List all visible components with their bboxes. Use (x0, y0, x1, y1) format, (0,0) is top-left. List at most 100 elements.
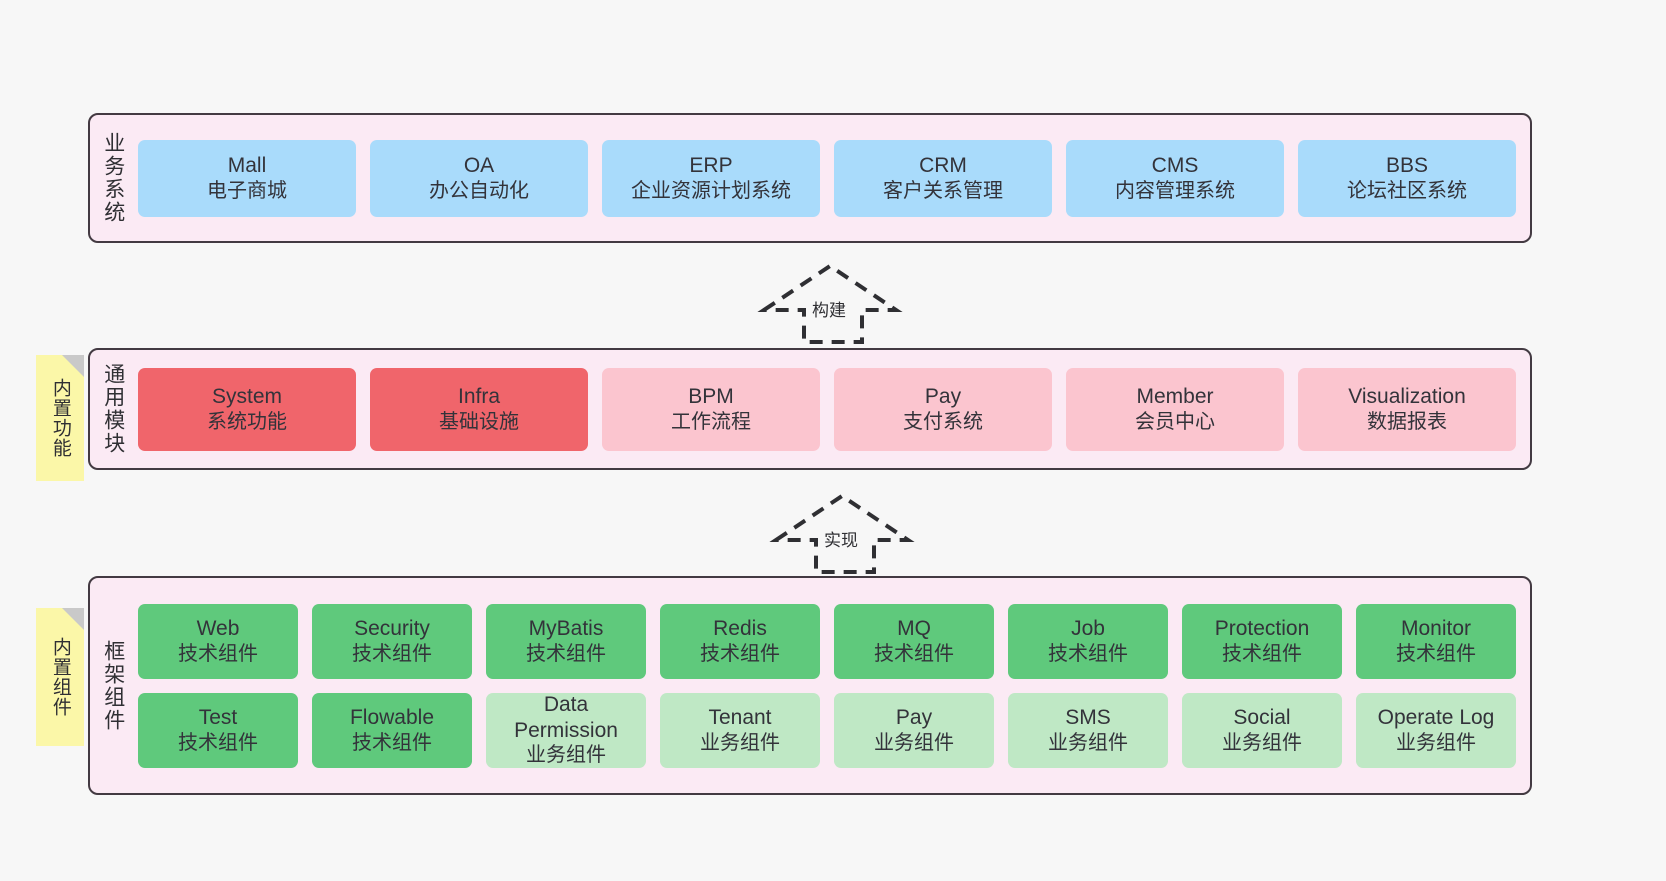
sticky-note-label: 内置组件 (49, 637, 71, 717)
modules-card-row: System 系统功能 Infra 基础设施 BPM 工作流程 Pay 支付系统… (138, 367, 1516, 451)
card-subtitle: 支付系统 (903, 410, 983, 433)
card-subtitle: 技术组件 (1048, 642, 1128, 665)
card-bpm[interactable]: BPM 工作流程 (602, 367, 820, 451)
connector-build: 构建 (757, 262, 903, 344)
card-subtitle: 工作流程 (671, 410, 751, 433)
card-title: Tenant (708, 706, 772, 729)
card-security[interactable]: Security 技术组件 (312, 603, 472, 679)
card-pay-module[interactable]: Pay 支付系统 (834, 367, 1052, 451)
card-oa[interactable]: OA 办公自动化 (370, 139, 588, 217)
card-infra[interactable]: Infra 基础设施 (370, 367, 588, 451)
card-subtitle: 技术组件 (526, 642, 606, 665)
panel-common-modules: 通用模块 System 系统功能 Infra 基础设施 BPM 工作流程 Pay… (88, 348, 1532, 470)
card-subtitle: 技术组件 (700, 642, 780, 665)
card-operate-log[interactable]: Operate Log 业务组件 (1356, 692, 1516, 768)
sticky-note-builtin-functions: 内置功能 (36, 355, 84, 481)
card-subtitle: 电子商城 (207, 179, 287, 202)
card-title: Protection (1214, 617, 1310, 640)
sticky-fold-corner-icon (62, 608, 84, 630)
card-subtitle: 系统功能 (207, 410, 287, 433)
panel-framework-components: 框架组件 Web 技术组件 Security 技术组件 MyBatis 技术组件… (88, 576, 1532, 795)
card-title: BPM (688, 385, 734, 408)
card-sms[interactable]: SMS 业务组件 (1008, 692, 1168, 768)
connector-implement: 实现 (769, 492, 915, 574)
card-subtitle: 业务组件 (1048, 731, 1128, 754)
panel-body-common-modules: System 系统功能 Infra 基础设施 BPM 工作流程 Pay 支付系统… (136, 350, 1530, 468)
card-data-permission[interactable]: Data Permission 业务组件 (486, 692, 646, 768)
card-title: Flowable (349, 706, 435, 729)
card-title: Mall (227, 154, 267, 177)
card-title: MQ (897, 617, 931, 640)
card-title: Job (1071, 617, 1105, 640)
card-subtitle: 技术组件 (352, 642, 432, 665)
card-erp[interactable]: ERP 企业资源计划系统 (602, 139, 820, 217)
card-title: Redis (713, 617, 767, 640)
card-mq[interactable]: MQ 技术组件 (834, 603, 994, 679)
card-title: Security (354, 617, 430, 640)
card-title: Visualization (1348, 385, 1466, 408)
connector-implement-label: 实现 (824, 531, 858, 550)
card-subtitle: 办公自动化 (429, 179, 529, 202)
card-mall[interactable]: Mall 电子商城 (138, 139, 356, 217)
card-subtitle: 数据报表 (1367, 410, 1447, 433)
card-subtitle: 企业资源计划系统 (631, 179, 791, 202)
card-subtitle: 会员中心 (1135, 410, 1215, 433)
card-cms[interactable]: CMS 内容管理系统 (1066, 139, 1284, 217)
card-web[interactable]: Web 技术组件 (138, 603, 298, 679)
framework-card-row-business: Test 技术组件 Flowable 技术组件 Data Permission … (138, 692, 1516, 768)
card-member[interactable]: Member 会员中心 (1066, 367, 1284, 451)
card-title: Pay (895, 706, 933, 729)
business-card-row: Mall 电子商城 OA 办公自动化 ERP 企业资源计划系统 CRM 客户关系… (138, 139, 1516, 217)
card-title: System (211, 385, 282, 408)
card-test[interactable]: Test 技术组件 (138, 692, 298, 768)
card-protection[interactable]: Protection 技术组件 (1182, 603, 1342, 679)
card-tenant[interactable]: Tenant 业务组件 (660, 692, 820, 768)
card-subtitle: 业务组件 (526, 744, 606, 767)
card-title: Infra (457, 385, 501, 408)
card-social[interactable]: Social 业务组件 (1182, 692, 1342, 768)
card-subtitle: 论坛社区系统 (1347, 179, 1467, 202)
panel-label-business-systems: 业务系统 (101, 132, 125, 224)
sticky-note-builtin-components: 内置组件 (36, 608, 84, 746)
card-subtitle: 内容管理系统 (1115, 179, 1235, 202)
card-subtitle: 技术组件 (178, 642, 258, 665)
card-subtitle: 技术组件 (178, 731, 258, 754)
card-title: Data Permission (514, 693, 618, 742)
card-redis[interactable]: Redis 技术组件 (660, 603, 820, 679)
card-title: ERP (689, 154, 733, 177)
card-title: Social (1233, 706, 1291, 729)
card-visualization[interactable]: Visualization 数据报表 (1298, 367, 1516, 451)
card-subtitle: 技术组件 (1222, 642, 1302, 665)
sticky-note-label: 内置功能 (49, 378, 71, 458)
card-title: CRM (919, 154, 967, 177)
card-subtitle: 技术组件 (1396, 642, 1476, 665)
card-system[interactable]: System 系统功能 (138, 367, 356, 451)
card-title: Test (198, 706, 238, 729)
card-subtitle: 业务组件 (874, 731, 954, 754)
card-subtitle: 客户关系管理 (883, 179, 1003, 202)
card-bbs[interactable]: BBS 论坛社区系统 (1298, 139, 1516, 217)
card-crm[interactable]: CRM 客户关系管理 (834, 139, 1052, 217)
panel-label-framework-components: 框架组件 (101, 639, 125, 732)
card-title: MyBatis (528, 617, 604, 640)
card-title: BBS (1385, 154, 1429, 177)
card-subtitle: 技术组件 (874, 642, 954, 665)
card-title: Member (1136, 385, 1214, 408)
card-pay-component[interactable]: Pay 业务组件 (834, 692, 994, 768)
card-title: OA (463, 154, 495, 177)
card-job[interactable]: Job 技术组件 (1008, 603, 1168, 679)
card-monitor[interactable]: Monitor 技术组件 (1356, 603, 1516, 679)
panel-label-common-modules: 通用模块 (101, 363, 125, 455)
panel-business-systems: 业务系统 Mall 电子商城 OA 办公自动化 ERP 企业资源计划系统 CRM… (88, 113, 1532, 243)
card-mybatis[interactable]: MyBatis 技术组件 (486, 603, 646, 679)
panel-body-business-systems: Mall 电子商城 OA 办公自动化 ERP 企业资源计划系统 CRM 客户关系… (136, 115, 1530, 241)
card-flowable[interactable]: Flowable 技术组件 (312, 692, 472, 768)
build-arrow-icon (757, 263, 903, 344)
implement-arrow-icon (769, 493, 915, 574)
card-title: SMS (1065, 706, 1111, 729)
card-subtitle: 业务组件 (1222, 731, 1302, 754)
card-subtitle: 基础设施 (439, 410, 519, 433)
card-subtitle: 技术组件 (352, 731, 432, 754)
card-subtitle: 业务组件 (1396, 731, 1476, 754)
